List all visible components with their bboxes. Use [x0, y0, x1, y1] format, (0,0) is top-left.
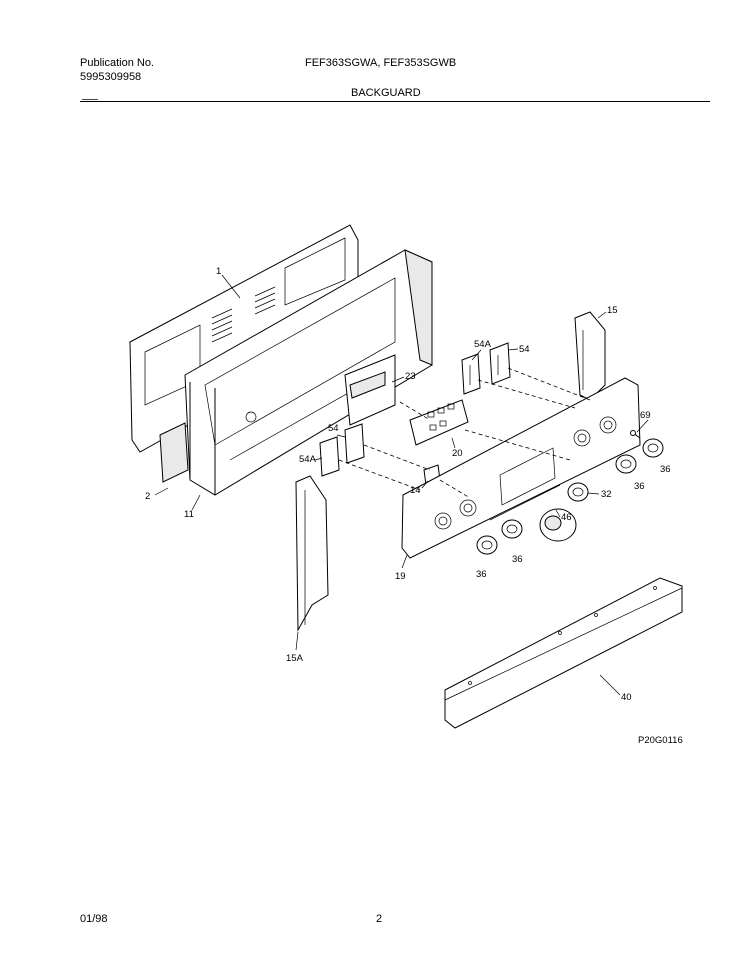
- callout-36-b: 36: [634, 481, 645, 492]
- callout-20: 20: [452, 448, 463, 459]
- callout-54-lower: 54: [328, 423, 339, 434]
- model-numbers: FEF363SGWA, FEF353SGWB: [305, 57, 457, 69]
- screw-69: [630, 430, 641, 439]
- figure-id: P20G0116: [638, 735, 683, 746]
- selector-knob-46: [539, 508, 577, 542]
- leader-lines: [154, 274, 649, 696]
- callout-36-c: 36: [512, 554, 523, 565]
- trim-strip-40: [444, 577, 683, 729]
- callout-54-upper: 54: [519, 344, 530, 355]
- callout-15A: 15A: [286, 653, 304, 664]
- callout-36-a: 36: [660, 464, 671, 475]
- knob-36-right-b: [615, 454, 637, 474]
- switch-upper-54: [489, 342, 511, 385]
- callout-32: 32: [601, 489, 612, 500]
- header-rule: [80, 101, 710, 102]
- callout-labels: 1 2 11 23 54A 54 15 69 36 20 54 54A 14 3…: [145, 266, 683, 746]
- callout-69: 69: [640, 410, 651, 421]
- knob-32: [567, 482, 589, 502]
- callout-19: 19: [395, 571, 406, 582]
- callout-14: 14: [410, 485, 421, 496]
- page-number: 2: [376, 913, 383, 925]
- header-rule-mark: [82, 99, 98, 100]
- knob-36-left-b: [476, 535, 498, 555]
- callout-15: 15: [607, 305, 618, 316]
- callout-54A-lower: 54A: [299, 454, 317, 465]
- callout-36-d: 36: [476, 569, 487, 580]
- callout-40: 40: [621, 692, 632, 703]
- end-bracket-right-15: [574, 311, 606, 401]
- callout-46: 46: [561, 512, 572, 523]
- knob-36-left-a: [501, 519, 523, 539]
- end-bracket-left-15A: [295, 475, 329, 632]
- assembly-lines: [338, 367, 591, 499]
- knob-36-right-a: [642, 438, 664, 458]
- publication-label: Publication No.: [80, 57, 154, 69]
- section-title: BACKGUARD: [351, 87, 421, 99]
- bracket-part-23: [344, 354, 396, 426]
- switch-lower-54A: [319, 436, 340, 477]
- callout-23: 23: [405, 371, 416, 382]
- switch-lower-54: [344, 423, 365, 464]
- callout-54A-upper: 54A: [474, 339, 492, 350]
- backguard-housing: [184, 249, 433, 496]
- callout-1: 1: [216, 266, 221, 277]
- footer-date: 01/98: [80, 913, 108, 925]
- switch-upper-54A: [461, 353, 481, 395]
- callout-11: 11: [184, 509, 194, 520]
- clock-timer-part-20: [409, 399, 469, 446]
- publication-number: 5995309958: [80, 71, 142, 83]
- control-panel-19: [401, 377, 641, 559]
- callout-2: 2: [145, 491, 150, 502]
